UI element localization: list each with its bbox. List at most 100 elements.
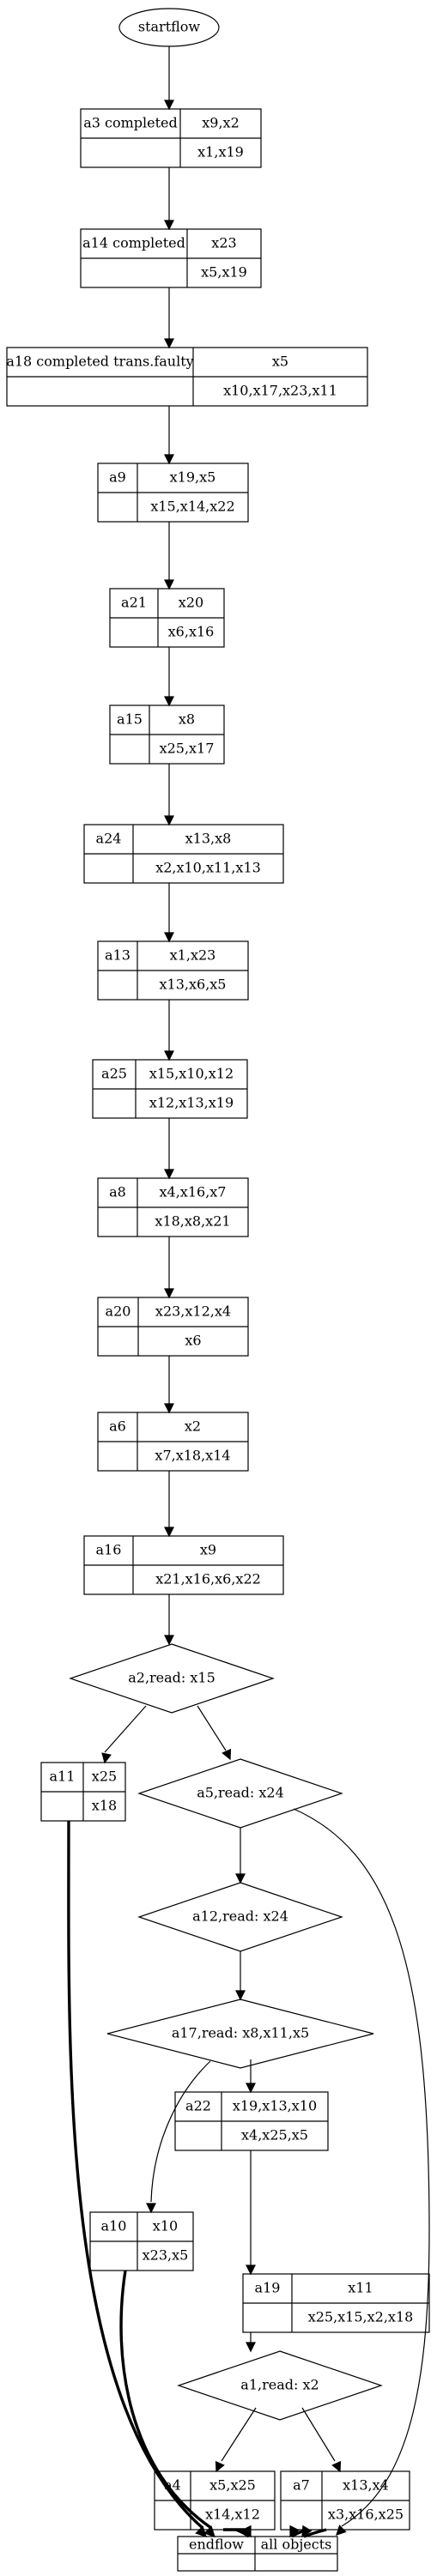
record-name: a6 — [109, 1418, 126, 1435]
end-right-label: all objects — [261, 2537, 332, 2553]
record-top-vars: x13,x8 — [185, 831, 232, 847]
edge-a16-a2-arrowhead — [164, 1635, 174, 1646]
edge-a8-a20-arrowhead — [164, 1288, 174, 1299]
record-bottom-vars: x6 — [185, 1333, 201, 1349]
record-top-vars: x2 — [185, 1418, 201, 1435]
record-top-vars: x23,x12,x4 — [155, 1303, 231, 1320]
record-top-vars: x4,x16,x7 — [160, 1184, 227, 1200]
edge-a10-end-arrowhead — [203, 2525, 215, 2537]
decision-a2: a2,read: x15 — [69, 1643, 275, 1714]
edge-a11-end-arrowhead — [195, 2525, 207, 2537]
record-name: a22 — [185, 2098, 211, 2114]
edge-a5-a12-arrowhead — [235, 1873, 246, 1884]
edge-a2-a5 — [197, 1705, 227, 1751]
record-top-vars: x15,x10,x12 — [149, 1066, 234, 1082]
decision-a1: a1,read: x2 — [177, 2350, 383, 2421]
record-name: a18 completed trans.faulty — [6, 354, 193, 370]
record-name: a19 — [255, 2280, 281, 2296]
record-bottom-vars: x21,x16,x6,x22 — [155, 1571, 261, 1587]
edge-a14-a18-arrowhead — [164, 338, 174, 349]
record-top-vars: x10 — [153, 2218, 178, 2234]
edge-a5-end — [293, 1808, 430, 2527]
edge-a19-a1-arrowhead — [246, 2342, 256, 2353]
decision-diamond — [69, 1643, 275, 1714]
end-left-label: endflow — [189, 2537, 244, 2553]
record-name: a21 — [121, 595, 147, 611]
record-top-vars: x5,x25 — [209, 2477, 256, 2494]
record-name: a11 — [50, 1769, 76, 1785]
record-name: a16 — [96, 1542, 122, 1558]
record-bottom-vars: x3,x16,x25 — [328, 2506, 404, 2523]
record-bottom-vars: x1,x19 — [197, 144, 244, 160]
record-name: a7 — [293, 2477, 310, 2494]
decision-a12: a12,read: x24 — [137, 1882, 343, 1952]
decision-label: a2,read: x15 — [128, 1670, 215, 1686]
record-a22: a22 x19,x13,x10 x4,x25,x5 — [174, 2091, 329, 2151]
record-bottom-vars: x4,x25,x5 — [241, 2127, 308, 2144]
record-top-vars: x5 — [272, 354, 288, 370]
edge-a11-end — [67, 1820, 204, 2530]
record-bottom-vars: x7,x18,x14 — [155, 1448, 230, 1464]
edge-a15-a24-arrowhead — [164, 815, 174, 826]
edge-a7-end-arrowhead-a — [289, 2525, 300, 2538]
record-bottom-vars: x23,x5 — [143, 2247, 189, 2264]
record-bottom-vars: x13,x6,x5 — [160, 977, 227, 993]
edges-layer — [67, 46, 430, 2538]
edge-a2-a5-arrowhead — [222, 1748, 232, 1761]
edge-a4-end-arrowhead — [241, 2525, 252, 2538]
record-name: a10 — [101, 2218, 127, 2234]
decision-diamond — [106, 1999, 374, 2069]
edge-a6-a16-arrowhead — [164, 1527, 174, 1538]
edge-a17-a10-arrowhead — [146, 2203, 156, 2214]
edge-a3-a14-arrowhead — [164, 220, 174, 231]
edge-a2-a11-arrowhead — [101, 1752, 112, 1764]
end-node: endflow all objects — [177, 2536, 338, 2572]
record-name: a4 — [164, 2477, 181, 2494]
record-a10: a10 x10 x23,x5 — [89, 2211, 194, 2271]
edge-a1-a4-arrowhead — [215, 2460, 225, 2473]
record-bottom-vars: x18 — [92, 1798, 117, 1814]
record-top-vars: x19,x13,x10 — [233, 2098, 317, 2114]
record-bottom-vars: x25,x17 — [160, 741, 215, 757]
edge-a17-a10 — [150, 2060, 211, 2203]
record-bottom-vars: x18,x8,x21 — [155, 1213, 230, 1230]
edge-a9-a21-arrowhead — [164, 579, 174, 590]
start-ellipse — [118, 8, 220, 47]
decision-label: a12,read: x24 — [192, 1908, 288, 1925]
edge-a5-end-arrowhead — [336, 2525, 347, 2536]
edge-a10-end — [119, 2270, 212, 2530]
decision-label: a17,read: x8,x11,x5 — [172, 2025, 309, 2041]
edge-a1-a7 — [301, 2407, 336, 2462]
record-a8: a8 x4,x16,x7 x18,x8,x21 — [97, 1177, 249, 1237]
decision-diamond — [137, 1758, 343, 1829]
edge-a17-a22-arrowhead — [246, 2083, 256, 2094]
record-top-vars: x9,x2 — [202, 115, 240, 131]
edge-start-a3-arrowhead — [164, 100, 174, 111]
record-name: a15 — [117, 711, 143, 728]
record-top-vars: x23 — [211, 235, 236, 251]
record-a6: a6 x2 x7,x18,x14 — [97, 1412, 249, 1472]
record-bottom-vars: x15,x14,x22 — [150, 499, 234, 515]
start-node: startflow — [118, 8, 220, 47]
decision-diamond — [137, 1882, 343, 1952]
decision-a5: a5,read: x24 — [137, 1758, 343, 1829]
decision-label: a1,read: x2 — [240, 2377, 319, 2393]
decision-diamond — [177, 2350, 383, 2421]
edge-a24-a13-arrowhead — [164, 932, 174, 943]
record-bottom-vars: x5,x19 — [201, 264, 247, 281]
decision-a17: a17,read: x8,x11,x5 — [106, 1999, 374, 2069]
record-top-vars: x19,x5 — [170, 469, 216, 486]
record-name: a8 — [109, 1184, 126, 1200]
